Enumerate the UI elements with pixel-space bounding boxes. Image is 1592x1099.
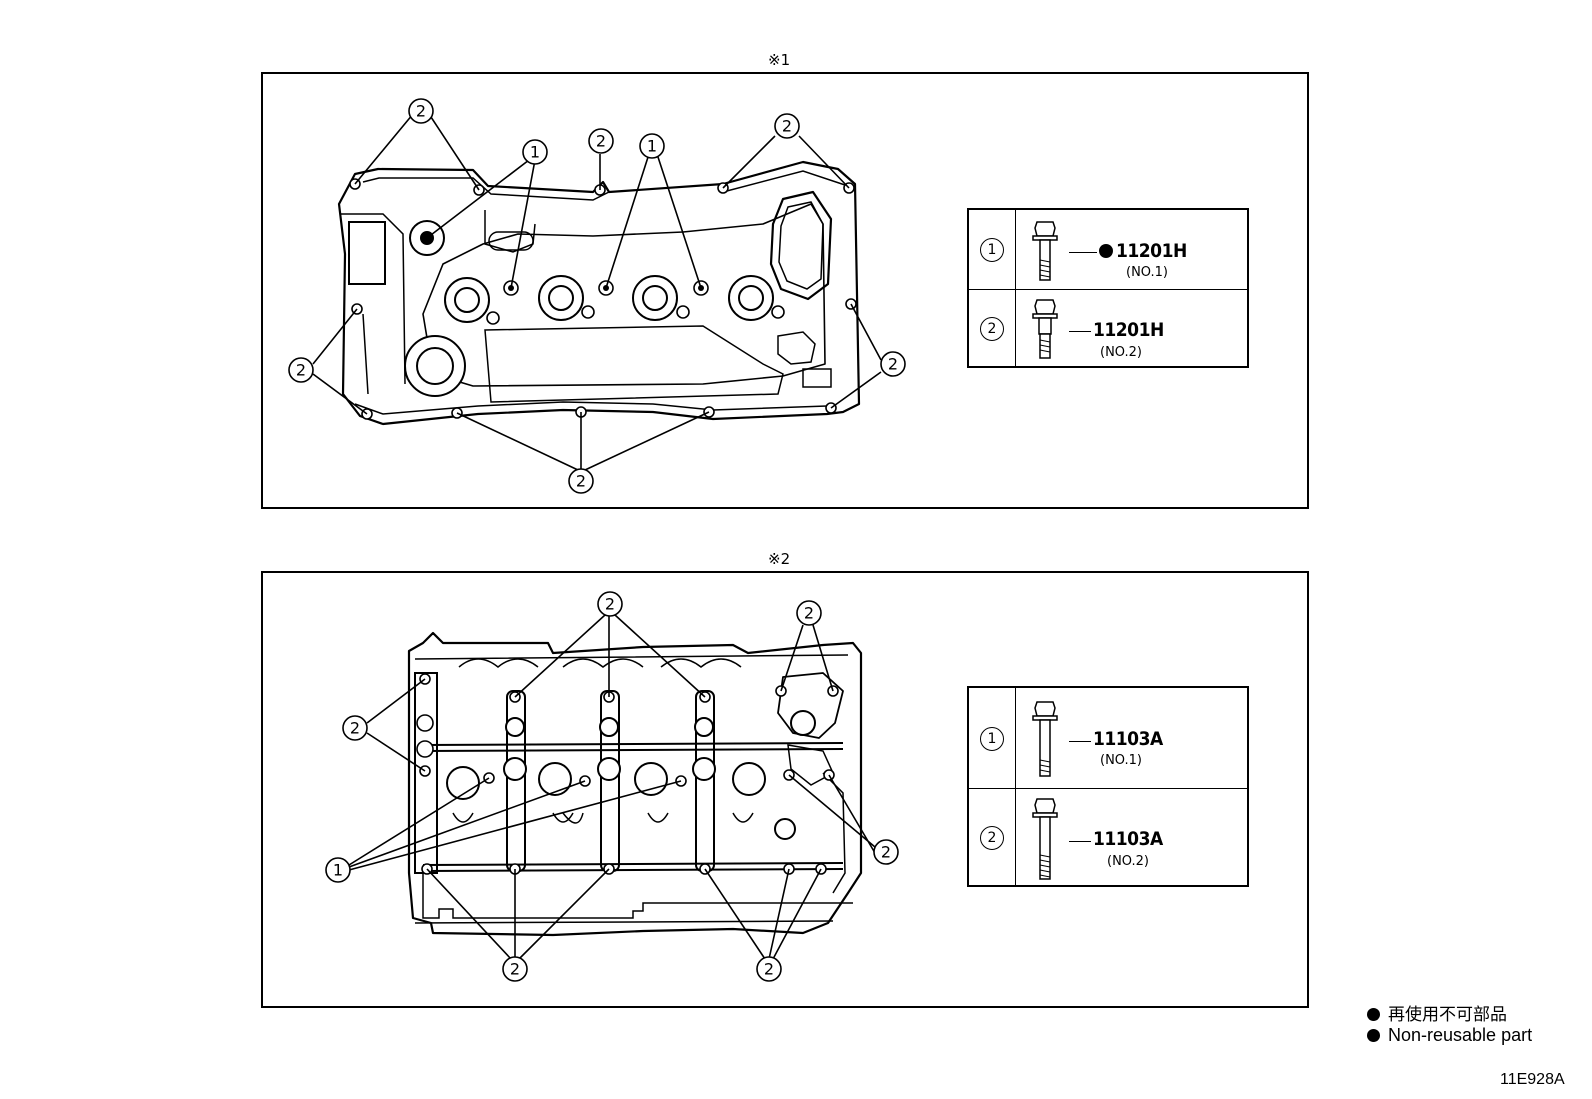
bolt-no2-icon xyxy=(1032,299,1058,359)
legend-row-2: 2 11201H (NO.2) xyxy=(969,289,1247,368)
svg-text:1: 1 xyxy=(647,137,657,156)
cylinder-head-outline xyxy=(407,631,863,937)
part-variant-no2: (NO.2) xyxy=(1107,854,1149,869)
callout-2: 2 xyxy=(568,468,594,494)
cylinder-head-bolt-holes xyxy=(419,673,839,875)
cylinder-head-drawing: 2 2 2 2 1 2 2 xyxy=(325,591,899,982)
svg-text:2: 2 xyxy=(605,595,615,614)
figure1-label: ※1 xyxy=(768,51,791,69)
cylinder-head-cover-drawing: 2 1 2 1 2 2 2 2 xyxy=(288,98,906,494)
callout-1: 1 xyxy=(325,857,351,883)
svg-text:2: 2 xyxy=(576,472,586,491)
figure2-panel: 2 2 2 2 1 2 2 1 11103A (NO.1) 2 xyxy=(261,571,1309,1008)
bolt-no2-icon xyxy=(1032,798,1058,880)
legend-row-1: 1 11103A (NO.1) xyxy=(969,688,1247,788)
callout-2: 2 xyxy=(756,956,782,982)
callout-2: 2 xyxy=(796,600,822,626)
svg-text:2: 2 xyxy=(764,960,774,979)
bolt-no1-icon xyxy=(1032,221,1058,281)
non-reusable-note-en: Non-reusable part xyxy=(1367,1025,1532,1046)
callout-1: 1 xyxy=(980,727,1004,751)
callout-2: 2 xyxy=(288,357,314,383)
callout-2: 2 xyxy=(597,591,623,617)
part-number-no2: 11103A xyxy=(1093,828,1163,850)
callout-2: 2 xyxy=(502,956,528,982)
callout-1: 1 xyxy=(639,133,665,159)
svg-text:1: 1 xyxy=(530,143,540,162)
callout-2: 2 xyxy=(873,839,899,865)
part-number-no1: 11103A xyxy=(1093,728,1163,750)
svg-text:2: 2 xyxy=(881,843,891,862)
non-reusable-dot-icon xyxy=(1367,1008,1380,1021)
callout-2: 2 xyxy=(880,351,906,377)
callout-2: 2 xyxy=(774,113,800,139)
part-variant-no1: (NO.1) xyxy=(1100,753,1142,768)
bolt-no1-icon xyxy=(1032,701,1058,777)
legend-row-1: 1 11201H (NO.1) xyxy=(969,210,1247,289)
callout-2: 2 xyxy=(980,826,1004,850)
figure2-bolt-legend: 1 11103A (NO.1) 2 11103A (NO.2) xyxy=(967,686,1249,887)
non-reusable-note-ja: 再使用不可部品 xyxy=(1367,1000,1507,1025)
figure1-panel: 2 1 2 1 2 2 2 2 1 11201H (NO.1) 2 xyxy=(261,72,1309,509)
svg-text:1: 1 xyxy=(333,861,343,880)
svg-text:2: 2 xyxy=(804,604,814,623)
svg-text:2: 2 xyxy=(510,960,520,979)
figure1-bolt-legend: 1 11201H (NO.1) 2 11201H (NO.2) xyxy=(967,208,1249,368)
svg-text:2: 2 xyxy=(782,117,792,136)
head-cover-outline xyxy=(337,160,861,426)
svg-text:2: 2 xyxy=(296,361,306,380)
non-reusable-dot-icon xyxy=(1099,244,1113,258)
svg-text:2: 2 xyxy=(596,132,606,151)
part-variant-no1: (NO.1) xyxy=(1126,265,1168,280)
non-reusable-dot-icon xyxy=(1367,1029,1380,1042)
callout-1: 1 xyxy=(522,139,548,165)
callout-1: 1 xyxy=(980,238,1004,262)
part-number-no1: 11201H xyxy=(1099,240,1187,262)
callout-2: 2 xyxy=(980,317,1004,341)
svg-text:2: 2 xyxy=(416,102,426,121)
legend-row-2: 2 11103A (NO.2) xyxy=(969,788,1247,887)
part-variant-no2: (NO.2) xyxy=(1100,345,1142,360)
callout-2: 2 xyxy=(588,128,614,154)
svg-text:2: 2 xyxy=(350,719,360,738)
part-number-no2: 11201H xyxy=(1093,319,1164,341)
figure-code: 11E928A xyxy=(1500,1071,1565,1088)
callout-2: 2 xyxy=(342,715,368,741)
callout-2: 2 xyxy=(408,98,434,124)
figure2-label: ※2 xyxy=(768,550,791,568)
svg-text:2: 2 xyxy=(888,355,898,374)
